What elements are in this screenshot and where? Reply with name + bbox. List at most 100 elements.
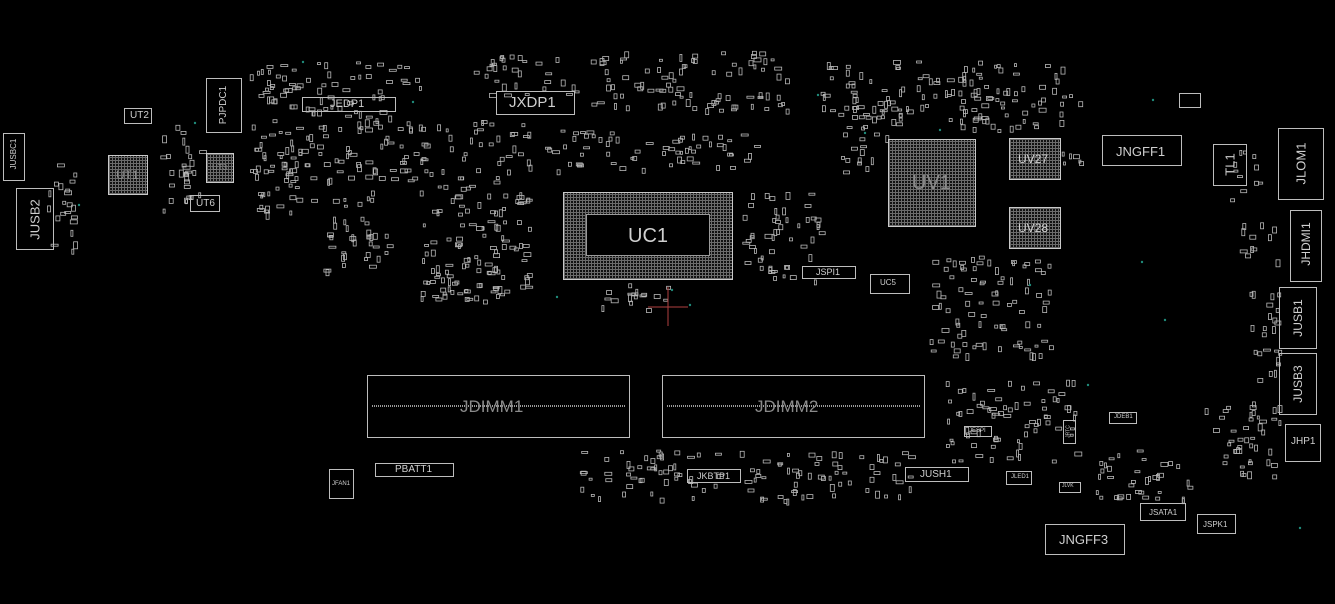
smd-pad	[292, 86, 298, 91]
smd-pad	[993, 437, 999, 443]
chip-uv28[interactable]	[1009, 207, 1061, 249]
smd-pad	[656, 455, 663, 460]
smd-pad	[365, 174, 374, 180]
smd-pad	[312, 111, 316, 117]
smd-pad	[1134, 470, 1141, 474]
smd-pad	[517, 202, 525, 206]
smd-pad	[282, 75, 288, 82]
smd-pad	[509, 132, 515, 138]
connector-jspk1[interactable]	[1197, 514, 1236, 534]
connector-jngff1[interactable]	[1102, 135, 1182, 166]
smd-pad	[806, 494, 814, 500]
connector-jled1[interactable]	[1006, 471, 1032, 485]
smd-pad	[1230, 198, 1235, 203]
smd-pad	[482, 233, 487, 238]
component-tl1[interactable]	[1213, 144, 1247, 186]
smd-pad	[808, 254, 813, 263]
smd-pad	[48, 190, 52, 198]
connector-jhp1[interactable]	[1285, 424, 1321, 462]
smd-pad	[626, 484, 634, 490]
label-jusbc1: JUSBC1	[9, 138, 18, 170]
label-jdimm1: JDIMM1	[460, 397, 524, 416]
smd-pad	[666, 82, 671, 88]
smd-pad	[181, 163, 187, 168]
connector-jhdmi1[interactable]	[1290, 210, 1322, 282]
smd-pad	[182, 137, 186, 146]
connector-jusb2[interactable]	[16, 188, 54, 250]
connector-jsata1[interactable]	[1140, 503, 1186, 521]
connector-jngff3[interactable]	[1045, 524, 1125, 555]
smd-pad	[620, 93, 624, 99]
smd-pad	[863, 113, 870, 116]
connector-jkbtp1[interactable]	[687, 469, 741, 483]
connector-pjpdc1[interactable]	[206, 78, 242, 133]
smd-pad	[675, 150, 681, 155]
chip-ut6[interactable]	[190, 195, 220, 212]
chip-uv1[interactable]	[888, 139, 976, 227]
connector-jdimm1[interactable]	[367, 375, 630, 438]
smd-pad	[786, 498, 790, 506]
chip-uv27[interactable]	[1009, 138, 1061, 180]
smd-pad	[1107, 465, 1112, 472]
smd-pad	[495, 176, 500, 181]
label-jlom1: JLOM1	[1293, 142, 1309, 185]
smd-pad	[852, 97, 857, 105]
connector-jfan1[interactable]	[329, 469, 354, 499]
chip-uc5[interactable]	[870, 274, 910, 294]
smd-pad	[272, 119, 278, 124]
connector-pbatt1[interactable]	[375, 463, 454, 477]
chip-ut3[interactable]	[206, 153, 234, 183]
connector-jspi1[interactable]	[802, 266, 856, 279]
smd-pad	[956, 411, 961, 416]
connector-jespi[interactable]	[964, 426, 992, 437]
smd-pad	[1152, 474, 1160, 480]
chip-ut2[interactable]	[124, 108, 152, 124]
chip-ut1[interactable]	[108, 155, 148, 195]
smd-pad	[1099, 495, 1104, 500]
connector-jrtc[interactable]	[1063, 420, 1076, 444]
smd-pad	[980, 314, 987, 318]
smd-pad	[629, 300, 633, 306]
connector-jdeb1[interactable]	[1109, 412, 1137, 424]
smd-pad	[285, 147, 290, 155]
connector-jdimm2[interactable]	[662, 375, 925, 438]
smd-pad	[946, 258, 952, 263]
connector-jlvk[interactable]	[1059, 482, 1081, 493]
smd-pad	[852, 106, 859, 110]
connector-jusb1[interactable]	[1279, 287, 1317, 349]
via	[555, 295, 559, 299]
connector-jusb3[interactable]	[1279, 353, 1317, 415]
smd-pad	[573, 131, 579, 136]
label-ut3: UT3	[212, 163, 228, 172]
smd-pad	[859, 149, 865, 157]
smd-pad	[613, 93, 618, 100]
smd-pad	[831, 451, 837, 459]
smd-pad	[1274, 369, 1277, 378]
smd-pad	[933, 93, 938, 99]
smd-pad	[436, 209, 443, 214]
smd-pad	[384, 233, 389, 239]
smd-pad	[1223, 454, 1229, 459]
connector-jush1[interactable]	[905, 467, 969, 482]
smd-pad	[489, 122, 495, 127]
smd-pad	[865, 115, 872, 120]
smd-pad	[778, 224, 784, 231]
connector-jusbc1[interactable]	[3, 133, 25, 181]
smd-pad	[275, 74, 281, 79]
connector-jedp1[interactable]	[302, 97, 396, 112]
smd-pad	[1268, 448, 1273, 456]
smd-pad	[341, 251, 347, 255]
smd-pad	[360, 216, 365, 222]
smd-pad	[1253, 349, 1258, 355]
connector-jxdp1[interactable]	[496, 91, 575, 115]
smd-pad	[481, 120, 488, 124]
smd-pad	[650, 458, 656, 464]
smd-pad	[725, 95, 731, 101]
connector-jlom1[interactable]	[1278, 128, 1324, 200]
smd-pad	[1055, 78, 1060, 85]
smd-pad	[1240, 189, 1248, 194]
smd-pad	[296, 83, 304, 89]
smd-pad	[528, 226, 532, 232]
smd-pad	[685, 147, 689, 154]
smd-pad	[263, 169, 269, 175]
